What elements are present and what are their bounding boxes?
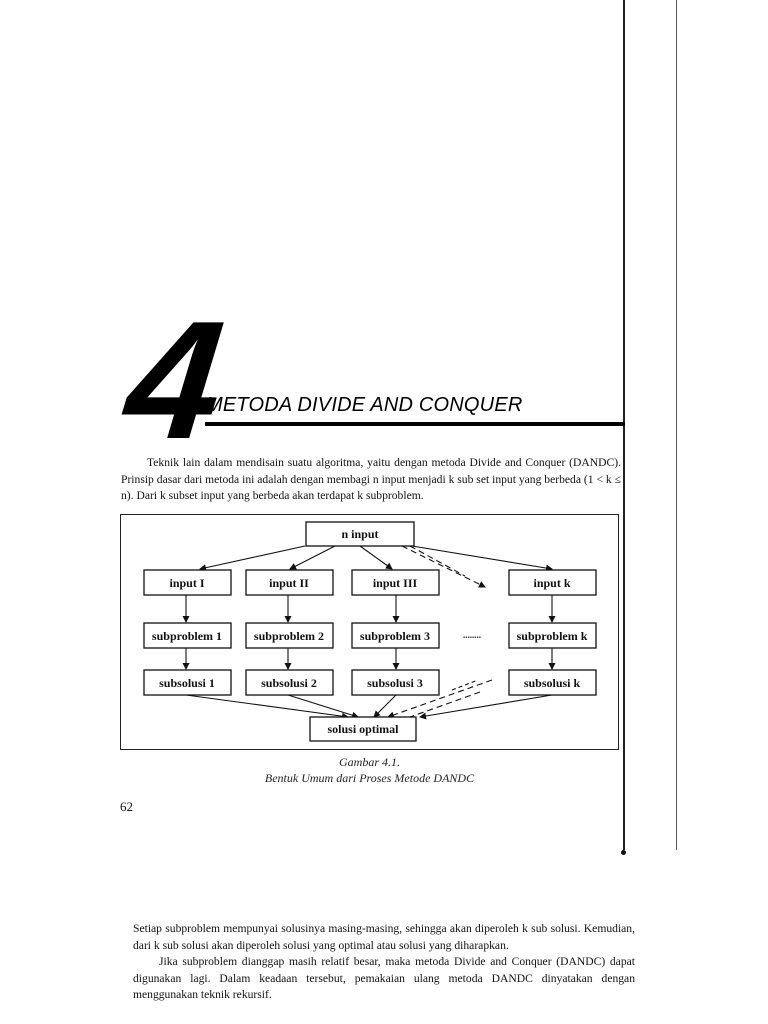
input-k-box bbox=[508, 569, 597, 596]
subproblem-1-box bbox=[143, 622, 232, 649]
input-3-box bbox=[351, 569, 440, 596]
caption-line-1: Gambar 4.1. bbox=[338, 755, 400, 769]
page-number: 62 bbox=[120, 799, 133, 814]
subsolusi-1-label: subsolusi 1 bbox=[159, 676, 215, 690]
subsolusi-3-label: subsolusi 3 bbox=[367, 676, 423, 690]
figure-caption: Gambar 4.1. Bentuk Umum dari Proses Meto… bbox=[120, 754, 619, 786]
divide-conquer-diagram: n input input I input II input III input… bbox=[143, 521, 597, 742]
subproblem-3-label: subproblem 3 bbox=[360, 629, 430, 643]
intro-paragraph: Teknik lain dalam mendisain suatu algori… bbox=[121, 455, 621, 505]
paragraph-1: Setiap subproblem mempunyai solusinya ma… bbox=[133, 922, 635, 952]
paragraph-2: Jika subproblem dianggap masih relatif b… bbox=[133, 955, 635, 1001]
chapter-number: 4 bbox=[118, 286, 232, 474]
input-1-label: input I bbox=[169, 576, 204, 590]
subproblem-2-label: subproblem 2 bbox=[254, 629, 324, 643]
body-text: Setiap subproblem mempunyai solusinya ma… bbox=[133, 921, 635, 1004]
subproblem-k-box bbox=[508, 622, 597, 649]
chapter-title: METODA DIVIDE AND CONQUER bbox=[206, 394, 523, 416]
solusi-optimal-box bbox=[309, 716, 417, 742]
subproblem-k-label: subproblem k bbox=[517, 629, 588, 643]
subproblem-2-box bbox=[245, 622, 334, 649]
solusi-optimal-label: solusi optimal bbox=[327, 722, 399, 736]
input-3-label: input III bbox=[373, 576, 418, 590]
title-rule bbox=[205, 422, 625, 426]
subsolusi-k-box bbox=[508, 669, 597, 696]
page-edge-line-outer bbox=[676, 0, 677, 850]
input-1-box bbox=[143, 569, 232, 596]
subsolusi-k-label: subsolusi k bbox=[524, 676, 581, 690]
subproblem-1-label: subproblem 1 bbox=[152, 629, 222, 643]
input-2-label: input II bbox=[269, 576, 309, 590]
ellipsis-label: ........ bbox=[463, 630, 481, 640]
subsolusi-1-box bbox=[143, 669, 232, 696]
figure-frame bbox=[120, 514, 619, 750]
caption-line-2: Bentuk Umum dari Proses Metode DANDC bbox=[264, 771, 475, 785]
edge-dot bbox=[621, 850, 626, 855]
n-input-box bbox=[305, 521, 415, 547]
subsolusi-3-box bbox=[351, 669, 440, 696]
input-2-box bbox=[245, 569, 334, 596]
subproblem-3-box bbox=[351, 622, 440, 649]
intro-text: Teknik lain dalam mendisain suatu algori… bbox=[121, 456, 621, 502]
subsolusi-2-label: subsolusi 2 bbox=[261, 676, 317, 690]
n-input-label: n input bbox=[341, 527, 378, 541]
subsolusi-2-box bbox=[245, 669, 334, 696]
input-k-label: input k bbox=[533, 576, 570, 590]
